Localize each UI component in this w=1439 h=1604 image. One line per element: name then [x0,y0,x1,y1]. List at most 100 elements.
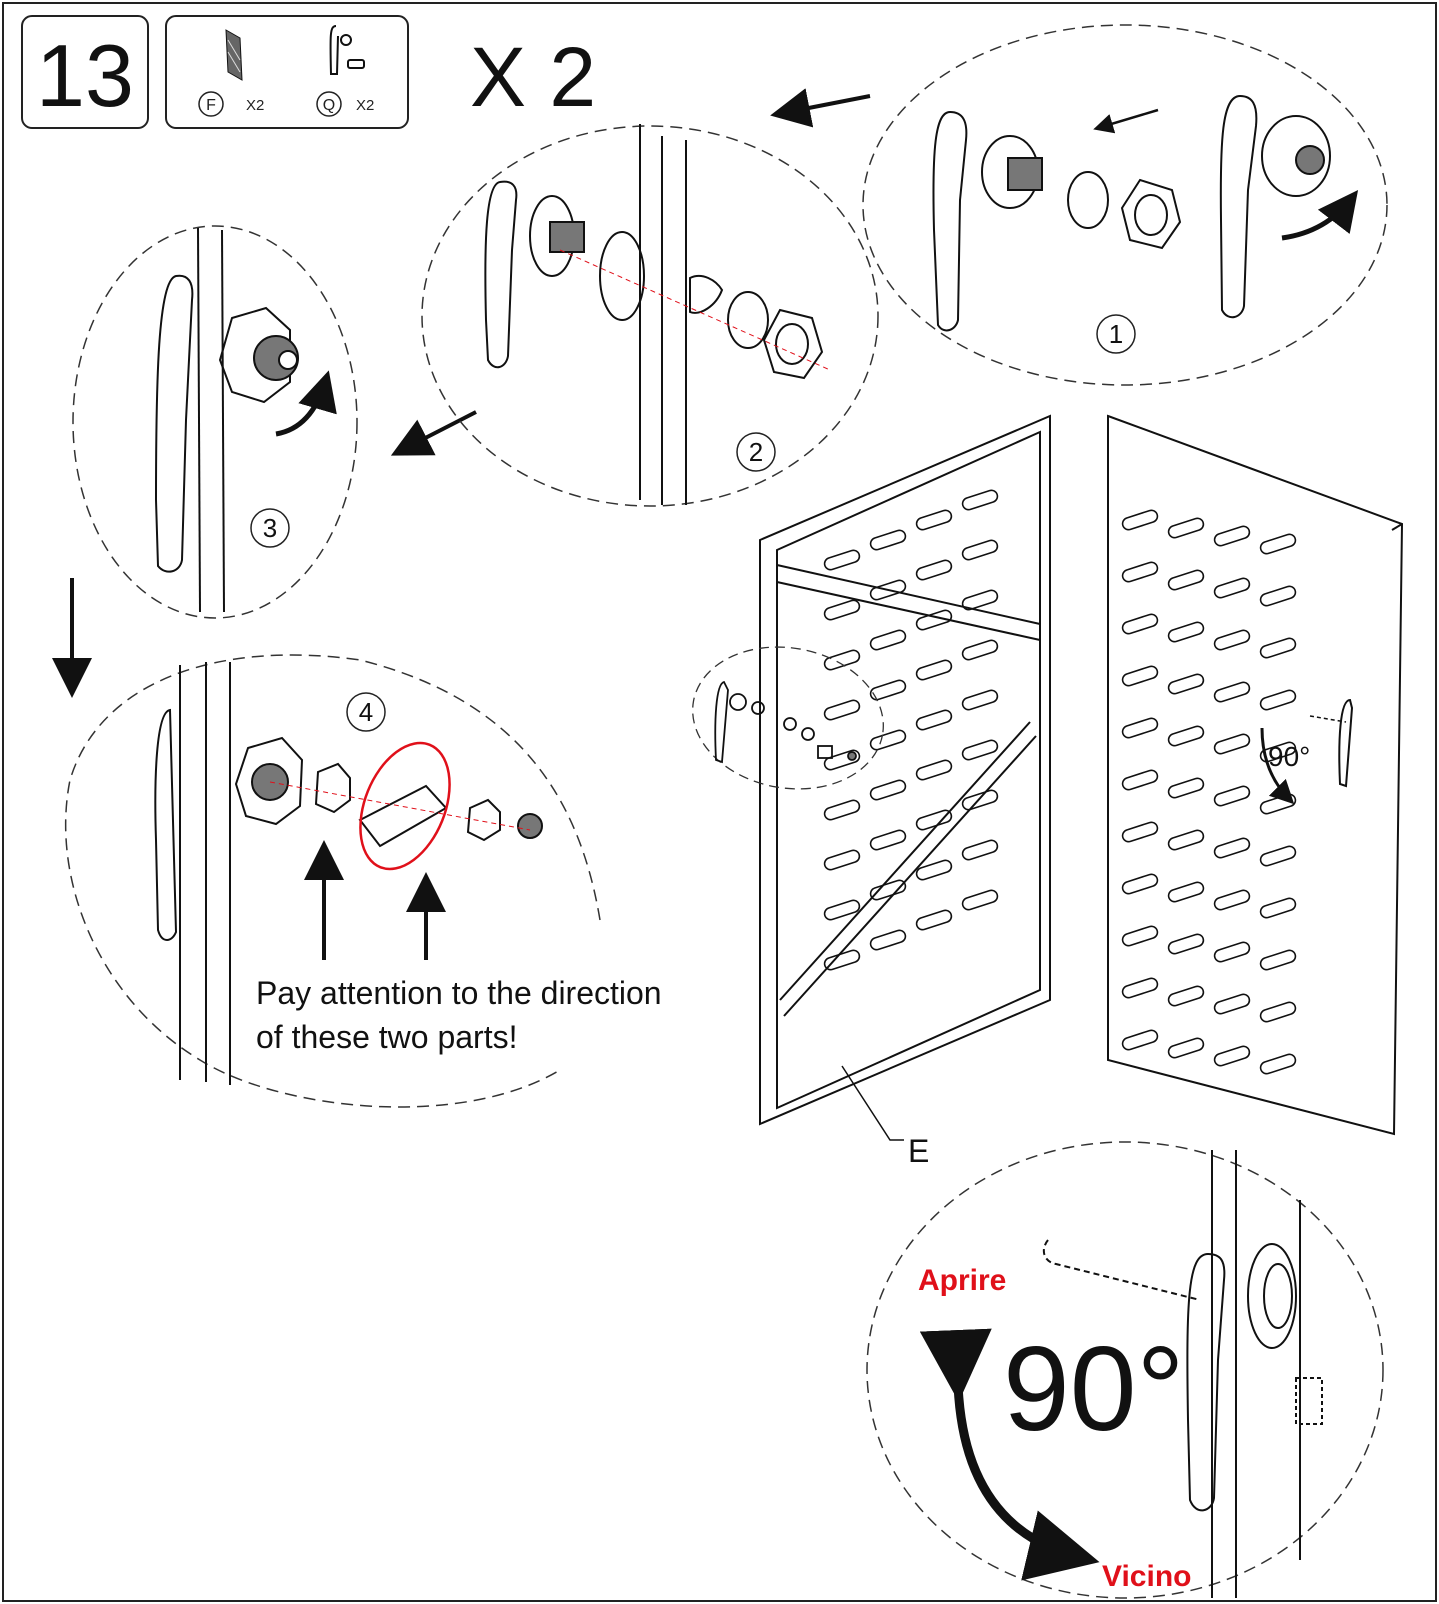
ventilation-slot [1259,637,1297,659]
ventilation-slot [961,739,999,761]
ventilation-slot [1121,561,1159,583]
ventilation-slot [823,649,861,671]
ventilation-slot [1259,949,1297,971]
ventilation-slot [1167,829,1205,851]
ventilation-slot [1167,725,1205,747]
ventilation-slot [869,779,907,801]
ventilation-slot [1213,941,1251,963]
ventilation-slot [1121,1029,1159,1051]
ventilation-slot [1213,993,1251,1015]
ventilation-slot [915,859,953,881]
ventilation-slot [915,709,953,731]
rotate-arrow-icon [1281,190,1359,241]
ventilation-slot [1213,785,1251,807]
ventilation-slot [1259,793,1297,815]
step-number-box: 13 [21,15,149,129]
rotate-arrow-icon [275,370,337,437]
ventilation-slot [1259,845,1297,867]
hex-nut-icon [762,308,824,380]
hex-nut-icon [1120,178,1182,250]
ventilation-slot [1259,585,1297,607]
handle-icon [932,110,968,332]
ventilation-slot [869,929,907,951]
ventilation-slot [961,539,999,561]
rotate-arrow-icon [919,1328,1100,1581]
ventilation-slot [1213,837,1251,859]
part-f-icon [225,29,243,81]
door-panel-e [759,414,1051,1126]
ventilation-slot [1121,665,1159,687]
ventilation-slot [1213,629,1251,651]
ventilation-slot [823,749,861,771]
panel-handle-rotation: 90° [1260,698,1354,805]
ventilation-slot [961,639,999,661]
ventilation-slot [961,889,999,911]
panel-rotation-angle: 90° [1268,741,1310,772]
ventilation-slot [823,899,861,921]
ventilation-slot [869,629,907,651]
ventilation-slot [915,509,953,531]
ventilation-slot [1259,741,1297,763]
ventilation-slot [823,699,861,721]
ventilation-slot [1259,1053,1297,1075]
flow-arrow-2-to-3 [390,410,477,456]
ventilation-slot [869,729,907,751]
ventilation-slot [823,599,861,621]
ventilation-slot [1167,1037,1205,1059]
detail-1-number: 1 [1109,319,1123,349]
ventilation-slot [961,589,999,611]
part-f-id: F [206,97,216,114]
ventilation-slot [1121,613,1159,635]
part-q-qty: X2 [356,97,374,114]
ventilation-slot [1167,621,1205,643]
ventilation-slot [823,799,861,821]
ventilation-slot [823,949,861,971]
ventilation-slot [1167,881,1205,903]
detail-4: 4 Pay attention to the direction of thes… [64,654,662,1108]
ventilation-slot [1121,977,1159,999]
ventilation-slot [915,659,953,681]
attention-note-line2: of these two parts! [256,1019,517,1055]
rotation-angle-large: 90° [1003,1322,1184,1456]
ventilation-slot [915,759,953,781]
ventilation-slot [1167,933,1205,955]
ventilation-slot [1259,897,1297,919]
ventilation-slot [1121,717,1159,739]
hex-nut-icon [234,736,304,826]
highlight-ellipse [359,741,451,871]
ventilation-slot [1259,1001,1297,1023]
ventilation-slot [823,849,861,871]
ventilation-slot [869,879,907,901]
ventilation-slot [915,909,953,931]
ventilation-slot [1167,673,1205,695]
ventilation-slot [915,809,953,831]
ventilation-slot [1121,769,1159,791]
part-q-id: Q [323,97,335,114]
parts-box: F X2 Q X2 [165,15,409,129]
ventilation-slot [1213,1045,1251,1067]
attention-note-line1: Pay attention to the direction [256,975,662,1011]
part-f-qty: X2 [246,97,264,114]
flow-arrow-1-to-2 [770,88,871,128]
detail-4-number: 4 [359,697,373,727]
detail-2-number: 2 [749,437,763,467]
ventilation-slot [1167,985,1205,1007]
ventilation-slot [1213,681,1251,703]
ventilation-slot [869,829,907,851]
ventilation-slot [915,609,953,631]
label-e-leader [841,1065,904,1141]
step-number: 13 [36,26,134,125]
door-panel-plain [1107,414,1404,1136]
hex-nut-icon [218,306,291,404]
detail-2: 2 [421,124,879,507]
panel-label-e: E [908,1133,929,1169]
ventilation-slot [961,689,999,711]
step-multiplier: X 2 [470,30,596,124]
washer-icon [727,291,769,349]
ventilation-slot [1121,925,1159,947]
ventilation-slot [1121,509,1159,531]
ventilation-slot [961,789,999,811]
detail-3: 3 [72,225,358,619]
